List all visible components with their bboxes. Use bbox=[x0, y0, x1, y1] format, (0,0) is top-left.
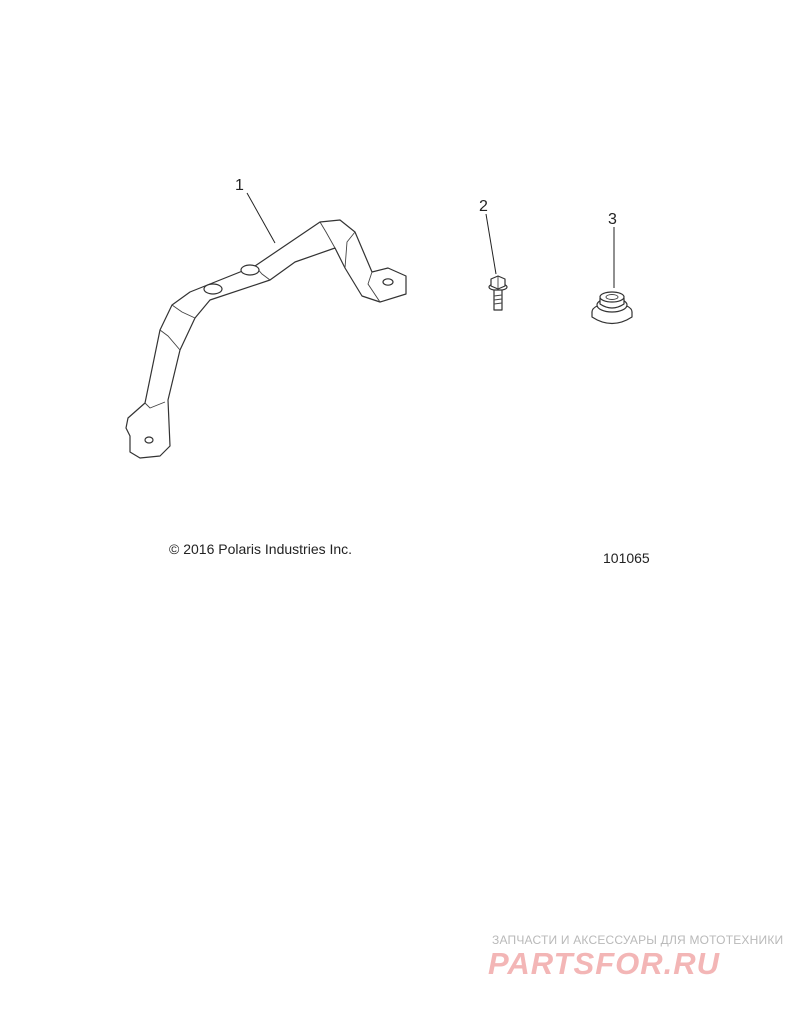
copyright-notice: © 2016 Polaris Industries Inc. bbox=[169, 541, 353, 557]
callout-3: 3 bbox=[608, 211, 617, 228]
watermark-logo: PARTSFOR.RU bbox=[488, 946, 721, 981]
watermark-tagline: ЗАПЧАСТИ И АКСЕССУАРЫ ДЛЯ МОТОТЕХНИКИ bbox=[492, 933, 784, 947]
leader-line-1 bbox=[246, 192, 276, 244]
grommet-part bbox=[591, 291, 633, 325]
document-number: 101065 bbox=[603, 550, 650, 566]
bolt-part bbox=[488, 275, 508, 311]
leader-line-2 bbox=[485, 213, 497, 275]
callout-1: 1 bbox=[235, 177, 244, 194]
bracket-part bbox=[125, 219, 407, 459]
callout-2: 2 bbox=[479, 198, 488, 215]
